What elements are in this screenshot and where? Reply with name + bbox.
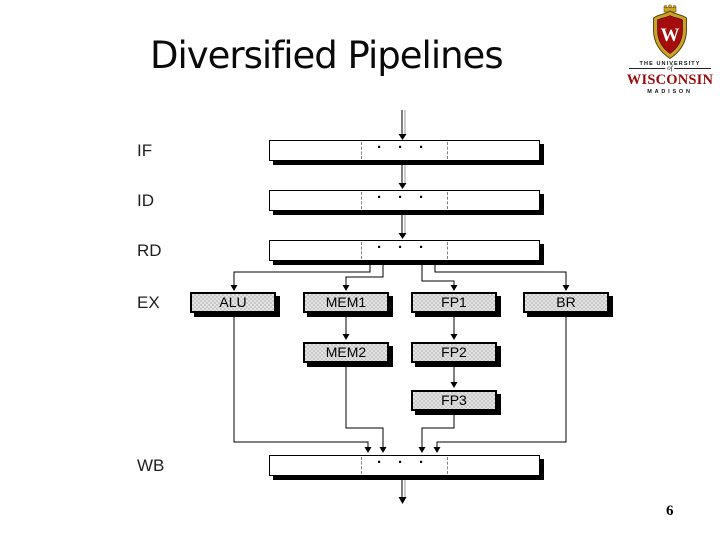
unit-box-alu: ALU (190, 292, 276, 313)
bar-divider (447, 242, 448, 259)
unit-box-fp2: FP2 (411, 342, 497, 363)
pipeline-bar-id: ··· (269, 189, 540, 211)
bar-ellipsis: ··· (377, 189, 440, 206)
bar-ellipsis: ··· (377, 139, 440, 156)
bar-divider (447, 192, 448, 209)
stage-label-rd: RD (137, 241, 162, 260)
pipeline-bar-rd: ··· (269, 239, 540, 261)
wire-rd-fp1 (421, 262, 455, 286)
bar-ellipsis: ··· (377, 454, 440, 471)
logo-wisconsin: WISCONSIN (626, 72, 714, 88)
arrow-id-rd (398, 215, 407, 239)
stage-label-id: ID (137, 191, 154, 210)
crest-monogram: W (661, 25, 680, 46)
page-number: 6 (666, 503, 674, 519)
pipeline-bar-if: ··· (269, 139, 540, 161)
pipeline-bar-wb: ··· (269, 454, 540, 476)
bar-divider (447, 142, 448, 159)
bar-divider (361, 457, 362, 474)
bar-divider (447, 457, 448, 474)
unit-box-fp3: FP3 (411, 390, 497, 411)
unit-box-fp1: FP1 (411, 292, 497, 313)
logo-the-university: THE UNIVERSITY (639, 61, 701, 67)
wire-alu-wb (233, 317, 369, 448)
stage-label-ex: EX (137, 293, 160, 312)
logo-of: of (665, 64, 675, 72)
stage-label-wb: WB (137, 456, 165, 475)
uw-crest-icon: W (653, 4, 687, 60)
unit-box-br: BR (523, 292, 609, 313)
uw-madison-logo: W THE UNIVERSITY of WISCONSIN MADISON (626, 4, 714, 95)
wire-fp3-wb (421, 415, 455, 448)
wire-br-wb (436, 317, 567, 448)
logo-rule: of (629, 64, 711, 73)
bar-divider (361, 242, 362, 259)
arrow-into-if (398, 110, 407, 140)
bar-ellipsis: ··· (377, 239, 440, 256)
wire-mem2-wb (345, 367, 384, 448)
bar-divider (361, 192, 362, 209)
slide-title: Diversified Pipelines (150, 34, 504, 77)
arrow-if-id (398, 165, 407, 189)
arrow-out-of-wb (398, 480, 407, 504)
logo-madison: MADISON (647, 89, 693, 95)
wire-rd-mem1 (345, 262, 384, 286)
wire-rd-br (434, 262, 567, 286)
wire-rd-alu (233, 262, 371, 286)
bar-divider (361, 142, 362, 159)
unit-box-mem2: MEM2 (303, 342, 389, 363)
unit-box-mem1: MEM1 (303, 292, 389, 313)
stage-label-if: IF (137, 141, 153, 160)
